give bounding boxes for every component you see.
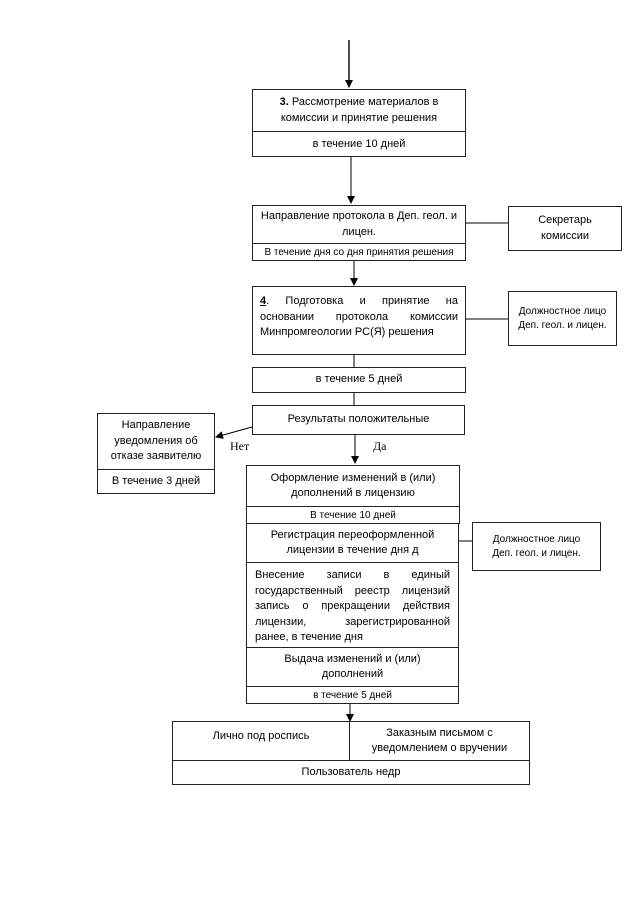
- registration-box: Регистрация переоформленной лицензии в т…: [246, 523, 459, 563]
- issue-title: Выдача изменений и (или) дополнений: [284, 652, 421, 681]
- delivery-table: Лично под роспись Заказным письмом с уве…: [172, 721, 530, 785]
- secretary-box: Секретарь комиссии: [508, 206, 622, 251]
- protocol-box: Направление протокола в Деп. геол. и лиц…: [252, 205, 466, 261]
- secretary-text: Секретарь комиссии: [538, 214, 592, 242]
- official2-text: Должностное лицо Деп. геол. и лицен.: [492, 533, 581, 559]
- changes-term: В течение 10 дней: [247, 506, 459, 524]
- term5a-box: в течение 5 дней: [252, 367, 466, 393]
- step3-term: в течение 10 дней: [253, 131, 465, 157]
- refusal-title: Направление уведомления об отказе заявит…: [110, 419, 202, 463]
- official2-box: Должностное лицо Деп. геол. и лицен.: [472, 522, 601, 571]
- changes-title: Оформление изменений в (или) дополнений …: [270, 471, 436, 500]
- refusal-box: Направление уведомления об отказе заявит…: [97, 413, 215, 494]
- step3-title: Рассмотрение материалов в комиссии и при…: [280, 96, 439, 124]
- registry-text: Внесение записи в единый государственный…: [255, 569, 450, 643]
- official1-box: Должностное лицо Деп. геол. и лицен.: [508, 291, 617, 346]
- step3-number: 3.: [279, 96, 289, 108]
- delivery-personal: Лично под роспись: [173, 722, 350, 760]
- registration-text: Регистрация переоформленной лицензии в т…: [270, 528, 435, 557]
- term5a-text: в течение 5 дней: [315, 373, 403, 386]
- protocol-term: В течение дня со дня принятия решения: [253, 243, 465, 261]
- step3-box: 3. Рассмотрение материалов в комиссии и …: [252, 89, 466, 157]
- official1-text: Должностное лицо Деп. геол. и лицен.: [518, 305, 607, 331]
- protocol-title: Направление протокола в Деп. геол. и лиц…: [260, 210, 458, 238]
- refusal-term: В течение 3 дней: [98, 469, 214, 494]
- results-text: Результаты положительные: [287, 413, 430, 426]
- delivery-mail: Заказным письмом с уведомлением о вручен…: [371, 726, 508, 755]
- changes-box: Оформление изменений в (или) дополнений …: [246, 465, 460, 524]
- step4-number: 4: [260, 295, 267, 307]
- results-box: Результаты положительные: [252, 405, 465, 435]
- step4-title: . Подготовка и принятие на основании про…: [260, 295, 458, 338]
- delivery-user: Пользователь недр: [173, 760, 529, 785]
- step4-box: 4. Подготовка и принятие на основании пр…: [252, 286, 466, 355]
- issue-box: Выдача изменений и (или) дополнений в те…: [246, 647, 459, 704]
- branch-yes-label: Да: [373, 439, 387, 453]
- arrow-results-to-refusal: [215, 426, 253, 439]
- branch-no-label: Нет: [230, 439, 250, 453]
- issue-term: в течение 5 дней: [247, 686, 458, 704]
- registry-box: Внесение записи в единый государственный…: [246, 562, 459, 648]
